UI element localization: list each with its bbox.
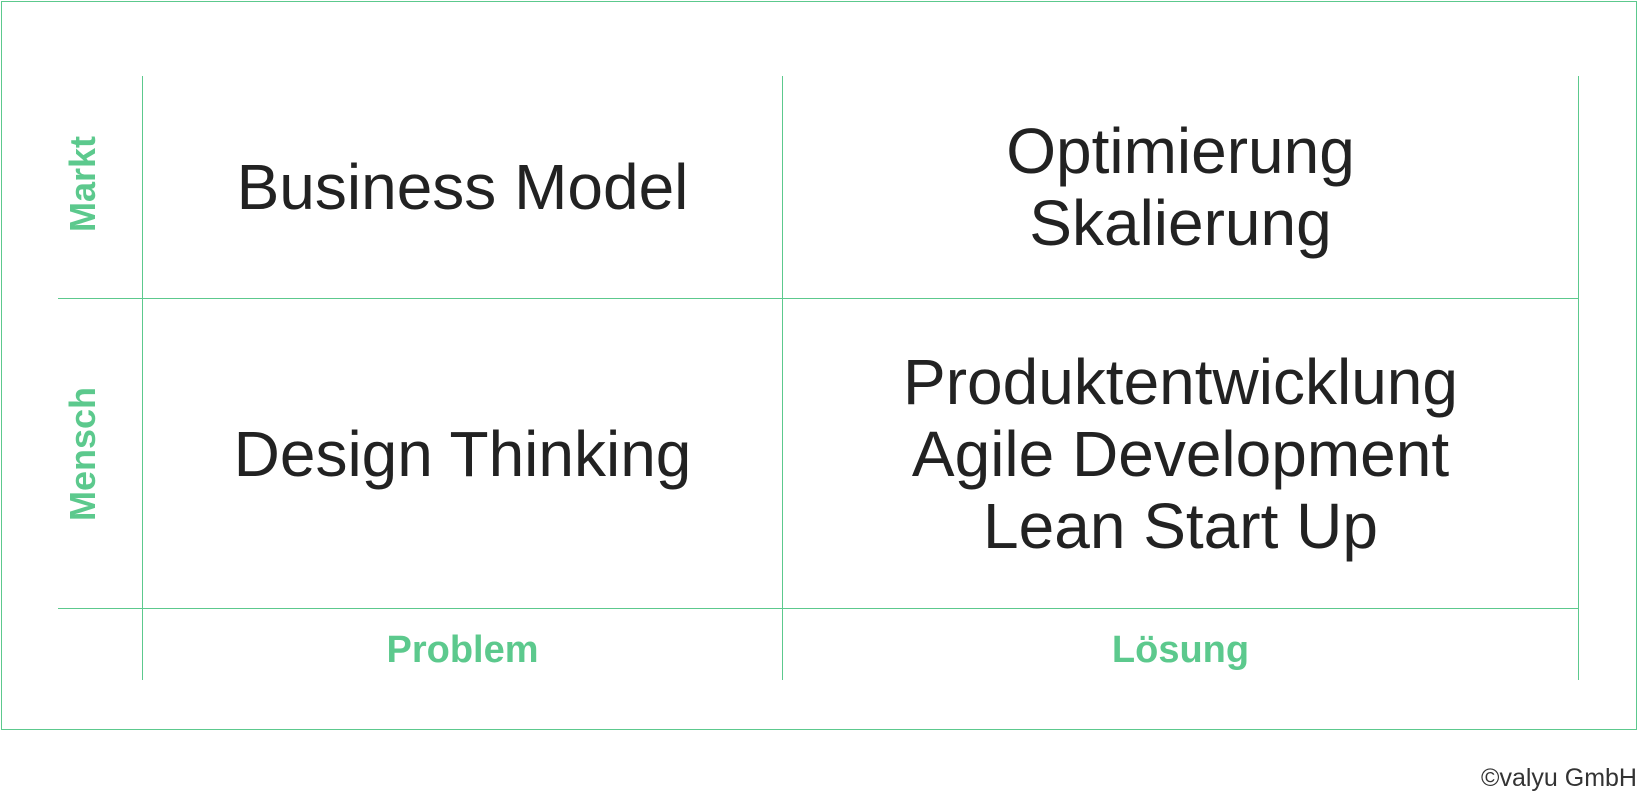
grid-line-top	[58, 298, 1578, 299]
column-label-problem: Problem	[386, 629, 539, 671]
grid-line-right	[1578, 76, 1579, 680]
cell-text: Design Thinking	[233, 417, 692, 490]
grid-line-bottom	[58, 608, 1578, 609]
grid-line-left	[142, 76, 143, 680]
cell-mensch-loesung: Produktentwicklung Agile Development Lea…	[783, 299, 1578, 608]
copyright-text: ©valyu GmbH	[1481, 764, 1637, 792]
row-label-markt: Markt	[62, 135, 103, 233]
cell-text: Optimierung	[1006, 115, 1355, 187]
cell-text: Agile Development	[911, 417, 1450, 490]
cell-text: Produktentwicklung	[903, 345, 1458, 418]
cell-text: Skalierung	[1029, 187, 1332, 259]
grid-line-middle	[782, 76, 783, 680]
cell-markt-loesung: Optimierung Skalierung	[783, 76, 1578, 298]
cell-text: Business Model	[236, 151, 689, 223]
cell-text: Lean Start Up	[983, 489, 1378, 562]
column-label-loesung: Lösung	[1111, 629, 1250, 671]
diagram-frame	[1, 1, 1637, 730]
cell-mensch-problem: Design Thinking	[143, 299, 782, 608]
cell-markt-problem: Business Model	[143, 76, 782, 298]
row-label-mensch: Mensch	[62, 386, 103, 522]
